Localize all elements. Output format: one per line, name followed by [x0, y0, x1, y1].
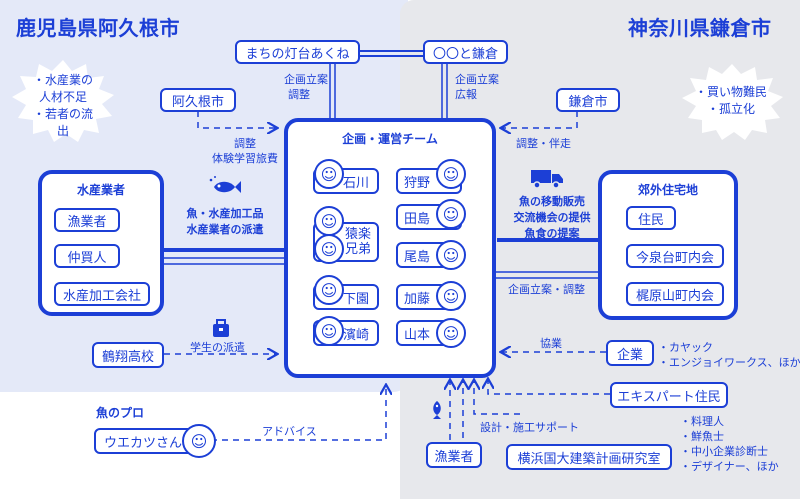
sarugaku-avatar-2: ☺: [314, 234, 344, 264]
kano-avatar: ☺: [436, 159, 466, 189]
company-notes: ・カヤック・エンジョイワークス、ほか: [658, 341, 800, 369]
company-box: 企業: [606, 340, 654, 366]
plan-adjust-label: 企画立案調整: [284, 73, 328, 101]
akune-issues-burst: [12, 60, 114, 142]
fish-pro-label: 魚のプロ: [96, 406, 145, 420]
suburb-item-kajiwarayama: 梶原山町内会: [626, 282, 724, 306]
fisheries-item-broker: 仲買人: [54, 244, 120, 268]
ynu-architecture-lab-box: 横浜国大建築計画研究室: [506, 444, 672, 470]
planning-team-title: 企画・運営チーム: [342, 132, 438, 146]
adjust-accompany-label: 調整・伴走: [516, 137, 571, 150]
fish-vertical-icon: [433, 401, 441, 419]
tajima-avatar: ☺: [436, 199, 466, 229]
yamamoto-avatar: ☺: [436, 318, 466, 348]
student-dispatch-label: 学生の派遣: [190, 341, 245, 354]
mobile-sales-label: 魚の移動販売交流機会の提供魚食の提案: [513, 195, 591, 240]
cooperation-label: 協業: [540, 337, 562, 350]
machi-no-toudai-akune-box: まちの灯台あくね: [235, 40, 360, 64]
advice-label: アドバイス: [262, 425, 317, 438]
expert-notes: ・料理人・鮮魚士・中小企業診断士・デザイナー、ほか: [680, 415, 779, 473]
fisheries-title: 水産業者: [76, 183, 125, 197]
akune-issues-text: ・水産業の人材不足・若者の流出: [32, 73, 93, 138]
hamasaki-avatar: ☺: [314, 316, 344, 346]
suburb-title: 郊外住宅地: [637, 183, 698, 197]
fisheries-item-processing-company: 水産加工会社: [54, 282, 150, 306]
shimozono-avatar: ☺: [314, 275, 344, 305]
kamakura-issues-burst: [682, 64, 783, 140]
uekatsu-avatar: ☺: [182, 424, 216, 458]
kamakura-region-title: 神奈川県鎌倉市: [628, 16, 772, 40]
adjust-tour-label: 調整体験学習旅費: [212, 137, 278, 165]
kakusho-high-school-box: 鶴翔高校: [92, 342, 164, 368]
design-support-label: 設計・施工サポート: [480, 421, 579, 434]
suburb-item-residents: 住民: [626, 206, 676, 230]
fisheries-item-fisher: 漁業者: [54, 208, 120, 232]
kamakura-city-box: 鎌倉市: [556, 88, 620, 112]
ishikawa-avatar: ☺: [314, 159, 344, 189]
truck-icon: [531, 170, 563, 189]
sarugaku-avatar-1: ☺: [314, 206, 344, 236]
marumaru-to-kamakura-box: 〇〇と鎌倉: [423, 40, 508, 64]
kamakura-issues-text: ・買い物難民・孤立化: [694, 85, 767, 116]
plan-adjust-right-label: 企画立案・調整: [508, 283, 585, 296]
kato-avatar: ☺: [436, 281, 466, 311]
akune-region-title: 鹿児島県阿久根市: [16, 16, 180, 40]
fish-dispatch-label: 魚・水産加工品水産業者の派遣: [186, 207, 264, 236]
school-bag-icon: [213, 319, 229, 337]
ojima-avatar: ☺: [436, 240, 466, 270]
expert-residents-box: エキスパート住民: [610, 382, 728, 408]
plan-pr-label: 企画立案広報: [455, 73, 499, 101]
fisher-box: 漁業者: [426, 442, 482, 468]
fish-icon: [209, 176, 241, 193]
akune-city-box: 阿久根市: [160, 88, 236, 112]
suburb-item-imaizumidai: 今泉台町内会: [626, 244, 724, 268]
